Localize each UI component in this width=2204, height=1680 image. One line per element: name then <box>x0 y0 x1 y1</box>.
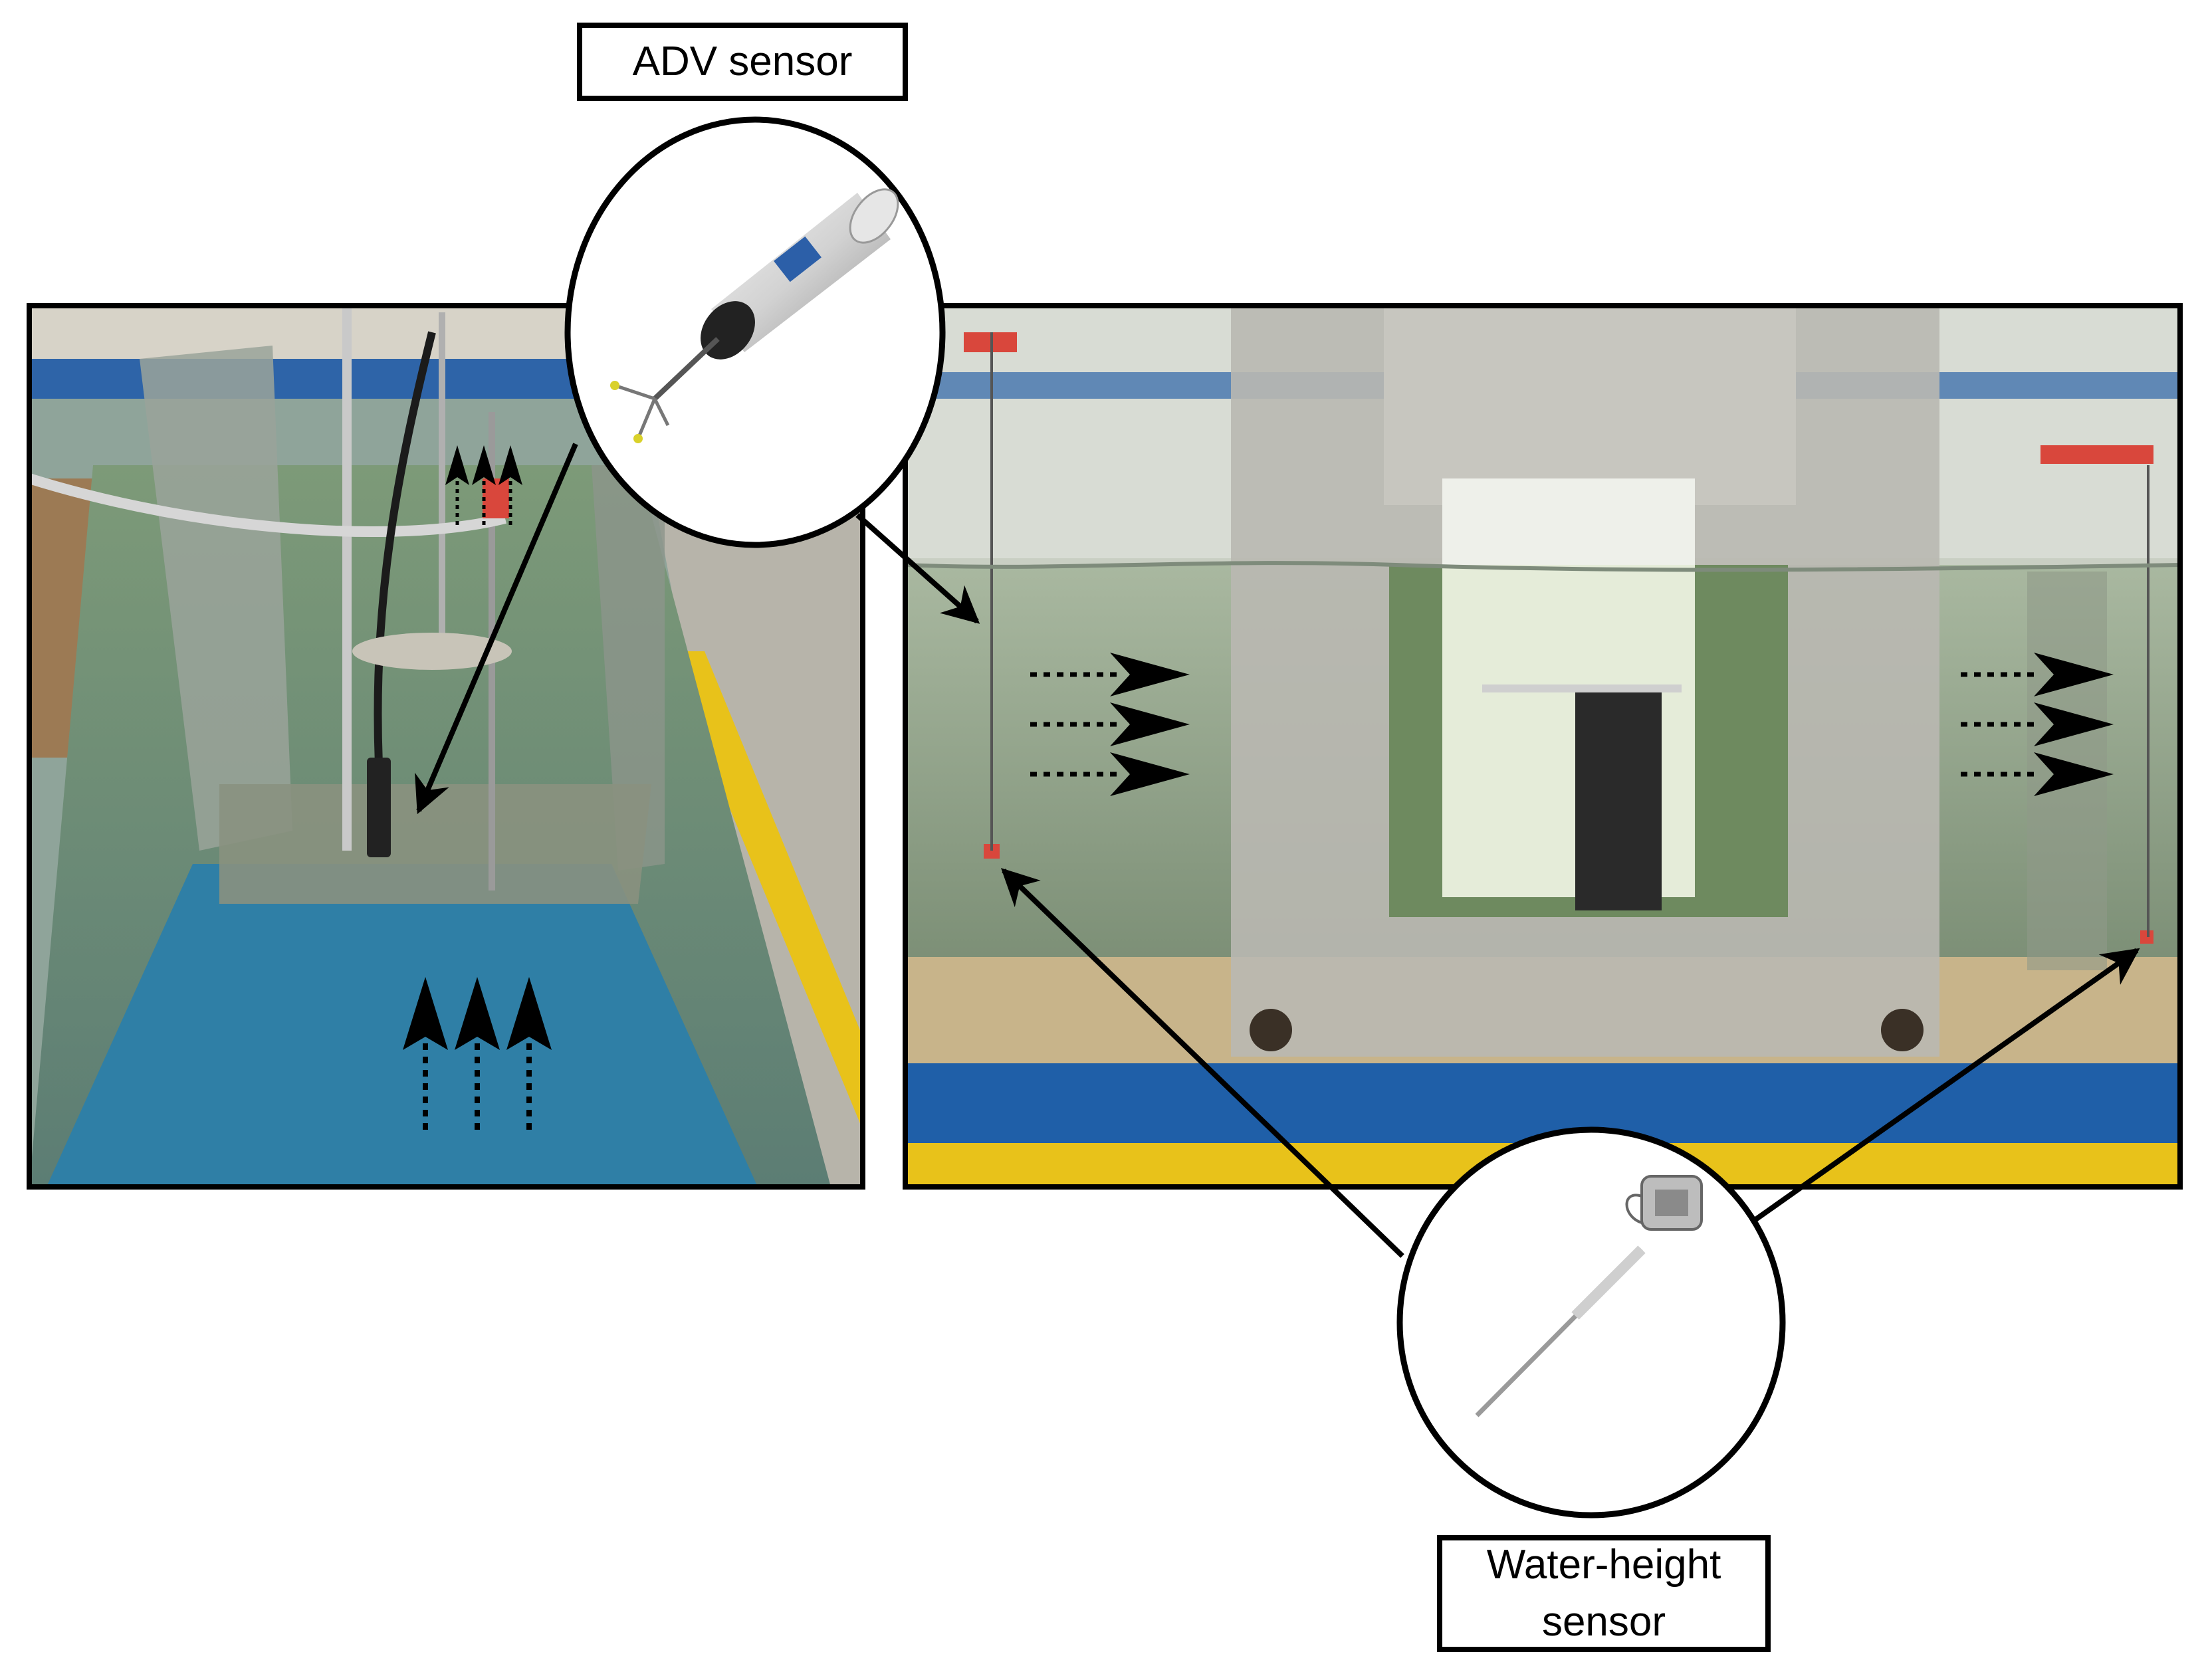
water-level-gauge-icon <box>1475 1175 1703 1418</box>
right-photo-panel <box>903 303 2183 1190</box>
adv-probe-icon <box>610 188 899 443</box>
adv-sensor-label: ADV sensor <box>577 23 908 101</box>
flow-arrows-right-right-group <box>1961 653 2114 796</box>
water-height-label-line2: sensor <box>1541 1599 1666 1645</box>
leader-arrows <box>415 443 2140 1258</box>
flow-arrowheads-up-bottom <box>403 977 552 1050</box>
water-height-sensor-callout <box>1396 1126 1786 1519</box>
flow-arrows-up-bottom <box>423 1037 532 1130</box>
flow-arrows-right-left-group <box>1030 653 1190 796</box>
water-height-label-line1: Water-height <box>1486 1542 1721 1588</box>
water-height-sensor-label: Water-height sensor <box>1437 1535 1771 1652</box>
adv-sensor-callout <box>564 116 946 548</box>
